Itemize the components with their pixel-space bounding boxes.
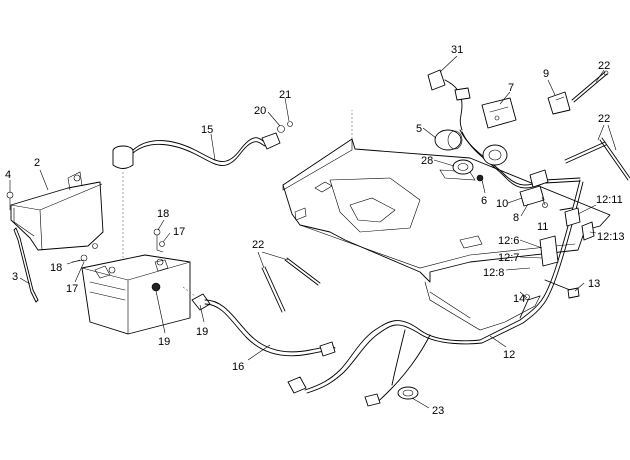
- callout-4: 4: [5, 169, 11, 181]
- nut-washer: [277, 121, 293, 133]
- battery-cable-15: [112, 132, 281, 260]
- callout-12-8: 12:8: [483, 267, 504, 279]
- callout-16: 16: [232, 361, 244, 373]
- callout-20: 20: [254, 105, 266, 117]
- callout-17-lower: 17: [66, 283, 78, 295]
- battery-strap: [13, 227, 39, 303]
- callout-12-11: 12:11: [596, 194, 623, 206]
- callout-22-top: 22: [598, 60, 610, 72]
- callout-22-left: 22: [252, 239, 264, 251]
- callout-28: 28: [421, 155, 433, 167]
- leader-lines: [9, 55, 617, 409]
- callout-12: 12: [503, 349, 515, 361]
- battery-box: [10, 171, 104, 251]
- callout-15: 15: [201, 124, 213, 136]
- callout-10: 10: [496, 198, 508, 210]
- callout-7: 7: [508, 82, 514, 94]
- callout-23: 23: [432, 405, 444, 417]
- callout-17-upper: 17: [173, 226, 185, 238]
- callout-11: 11: [537, 221, 548, 233]
- callout-12-13: 12:13: [597, 231, 625, 243]
- switch-cluster: [427, 69, 595, 300]
- callout-22-right: 22: [598, 113, 610, 125]
- callout-14: 14: [513, 293, 525, 305]
- mounting-plate: [282, 110, 611, 331]
- callout-12-7: 12:7: [498, 252, 519, 264]
- wire-harness: [287, 129, 584, 407]
- callout-labels: 2 3 4 5 6 7 8 9 10 11 12 12:6 12:7 12:8 …: [5, 44, 625, 417]
- battery-cable-16: [182, 286, 336, 357]
- bolt-hardware: [6, 174, 81, 211]
- terminal-hardware: [71, 228, 165, 263]
- callout-18-lower: 18: [50, 262, 62, 274]
- battery: [81, 254, 191, 335]
- callout-18-upper: 18: [157, 208, 169, 220]
- cable-ties: [261, 70, 630, 313]
- callout-3: 3: [12, 271, 18, 283]
- callout-6: 6: [481, 195, 487, 207]
- callout-31: 31: [451, 44, 463, 56]
- callout-5: 5: [416, 123, 422, 135]
- callout-2: 2: [34, 157, 40, 169]
- callout-9: 9: [543, 68, 549, 80]
- callout-21: 21: [279, 89, 291, 101]
- callout-12-6: 12:6: [498, 235, 519, 247]
- callout-19-cable: 19: [196, 326, 208, 338]
- callout-19-battery: 19: [158, 336, 170, 348]
- callout-13: 13: [588, 278, 600, 290]
- callout-8: 8: [513, 212, 519, 224]
